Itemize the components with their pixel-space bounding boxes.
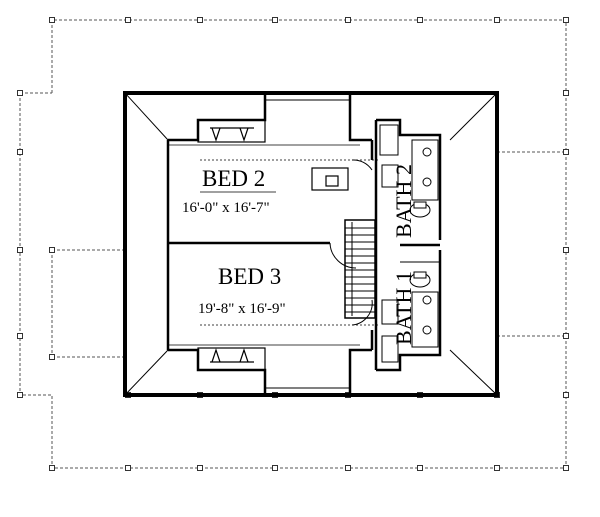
porch-post xyxy=(563,17,569,23)
porch-post xyxy=(125,465,131,471)
porch-post xyxy=(49,465,55,471)
porch-post xyxy=(563,149,569,155)
porch-post xyxy=(49,354,55,360)
room-bed-2: BED 2 16'-0" x 16'-7" xyxy=(182,166,276,216)
bath-1-label: BATH 1 xyxy=(391,271,416,345)
porch-post xyxy=(49,247,55,253)
porch-post xyxy=(563,392,569,398)
room-outlines xyxy=(168,144,380,346)
room-name-bed-2: BED 2 xyxy=(202,166,265,191)
porch-post xyxy=(563,247,569,253)
interior-walls xyxy=(166,93,442,395)
porch-post xyxy=(17,90,23,96)
bath-2-label-group: BATH 2 xyxy=(391,164,416,238)
porch-post xyxy=(345,465,351,471)
exterior-walls xyxy=(123,91,499,397)
room-name-bed-3: BED 3 xyxy=(218,264,281,289)
porch-post xyxy=(17,247,23,253)
porch-post xyxy=(563,90,569,96)
closet-doors-top xyxy=(197,119,266,143)
porch-post xyxy=(197,465,203,471)
porch-post xyxy=(417,17,423,23)
porch-post xyxy=(494,17,500,23)
porch-post xyxy=(345,17,351,23)
bath-2-label: BATH 2 xyxy=(391,164,416,238)
porch-post xyxy=(272,465,278,471)
room-dimensions-bed-2: 16'-0" x 16'-7" xyxy=(182,200,270,216)
room-bed-3: BED 3 19'-8" x 16'-9" xyxy=(198,264,286,317)
porch-post xyxy=(49,17,55,23)
porch-post xyxy=(17,392,23,398)
porch-post xyxy=(494,465,500,471)
porch-post xyxy=(17,149,23,155)
porch-post xyxy=(563,465,569,471)
porch-post xyxy=(417,465,423,471)
porch-posts xyxy=(17,17,569,471)
porch-post xyxy=(563,333,569,339)
bath-fixtures xyxy=(379,124,440,363)
bed2-closet xyxy=(311,167,349,191)
porch-post xyxy=(272,17,278,23)
porch-post xyxy=(197,17,203,23)
bath-1-label-group: BATH 1 xyxy=(391,271,416,345)
closet-doors-bottom xyxy=(197,347,266,371)
porch-post xyxy=(17,333,23,339)
room-dimensions-bed-3: 19'-8" x 16'-9" xyxy=(198,301,286,317)
stairs xyxy=(344,219,376,319)
roof-lines xyxy=(124,92,498,396)
porch-post xyxy=(125,17,131,23)
